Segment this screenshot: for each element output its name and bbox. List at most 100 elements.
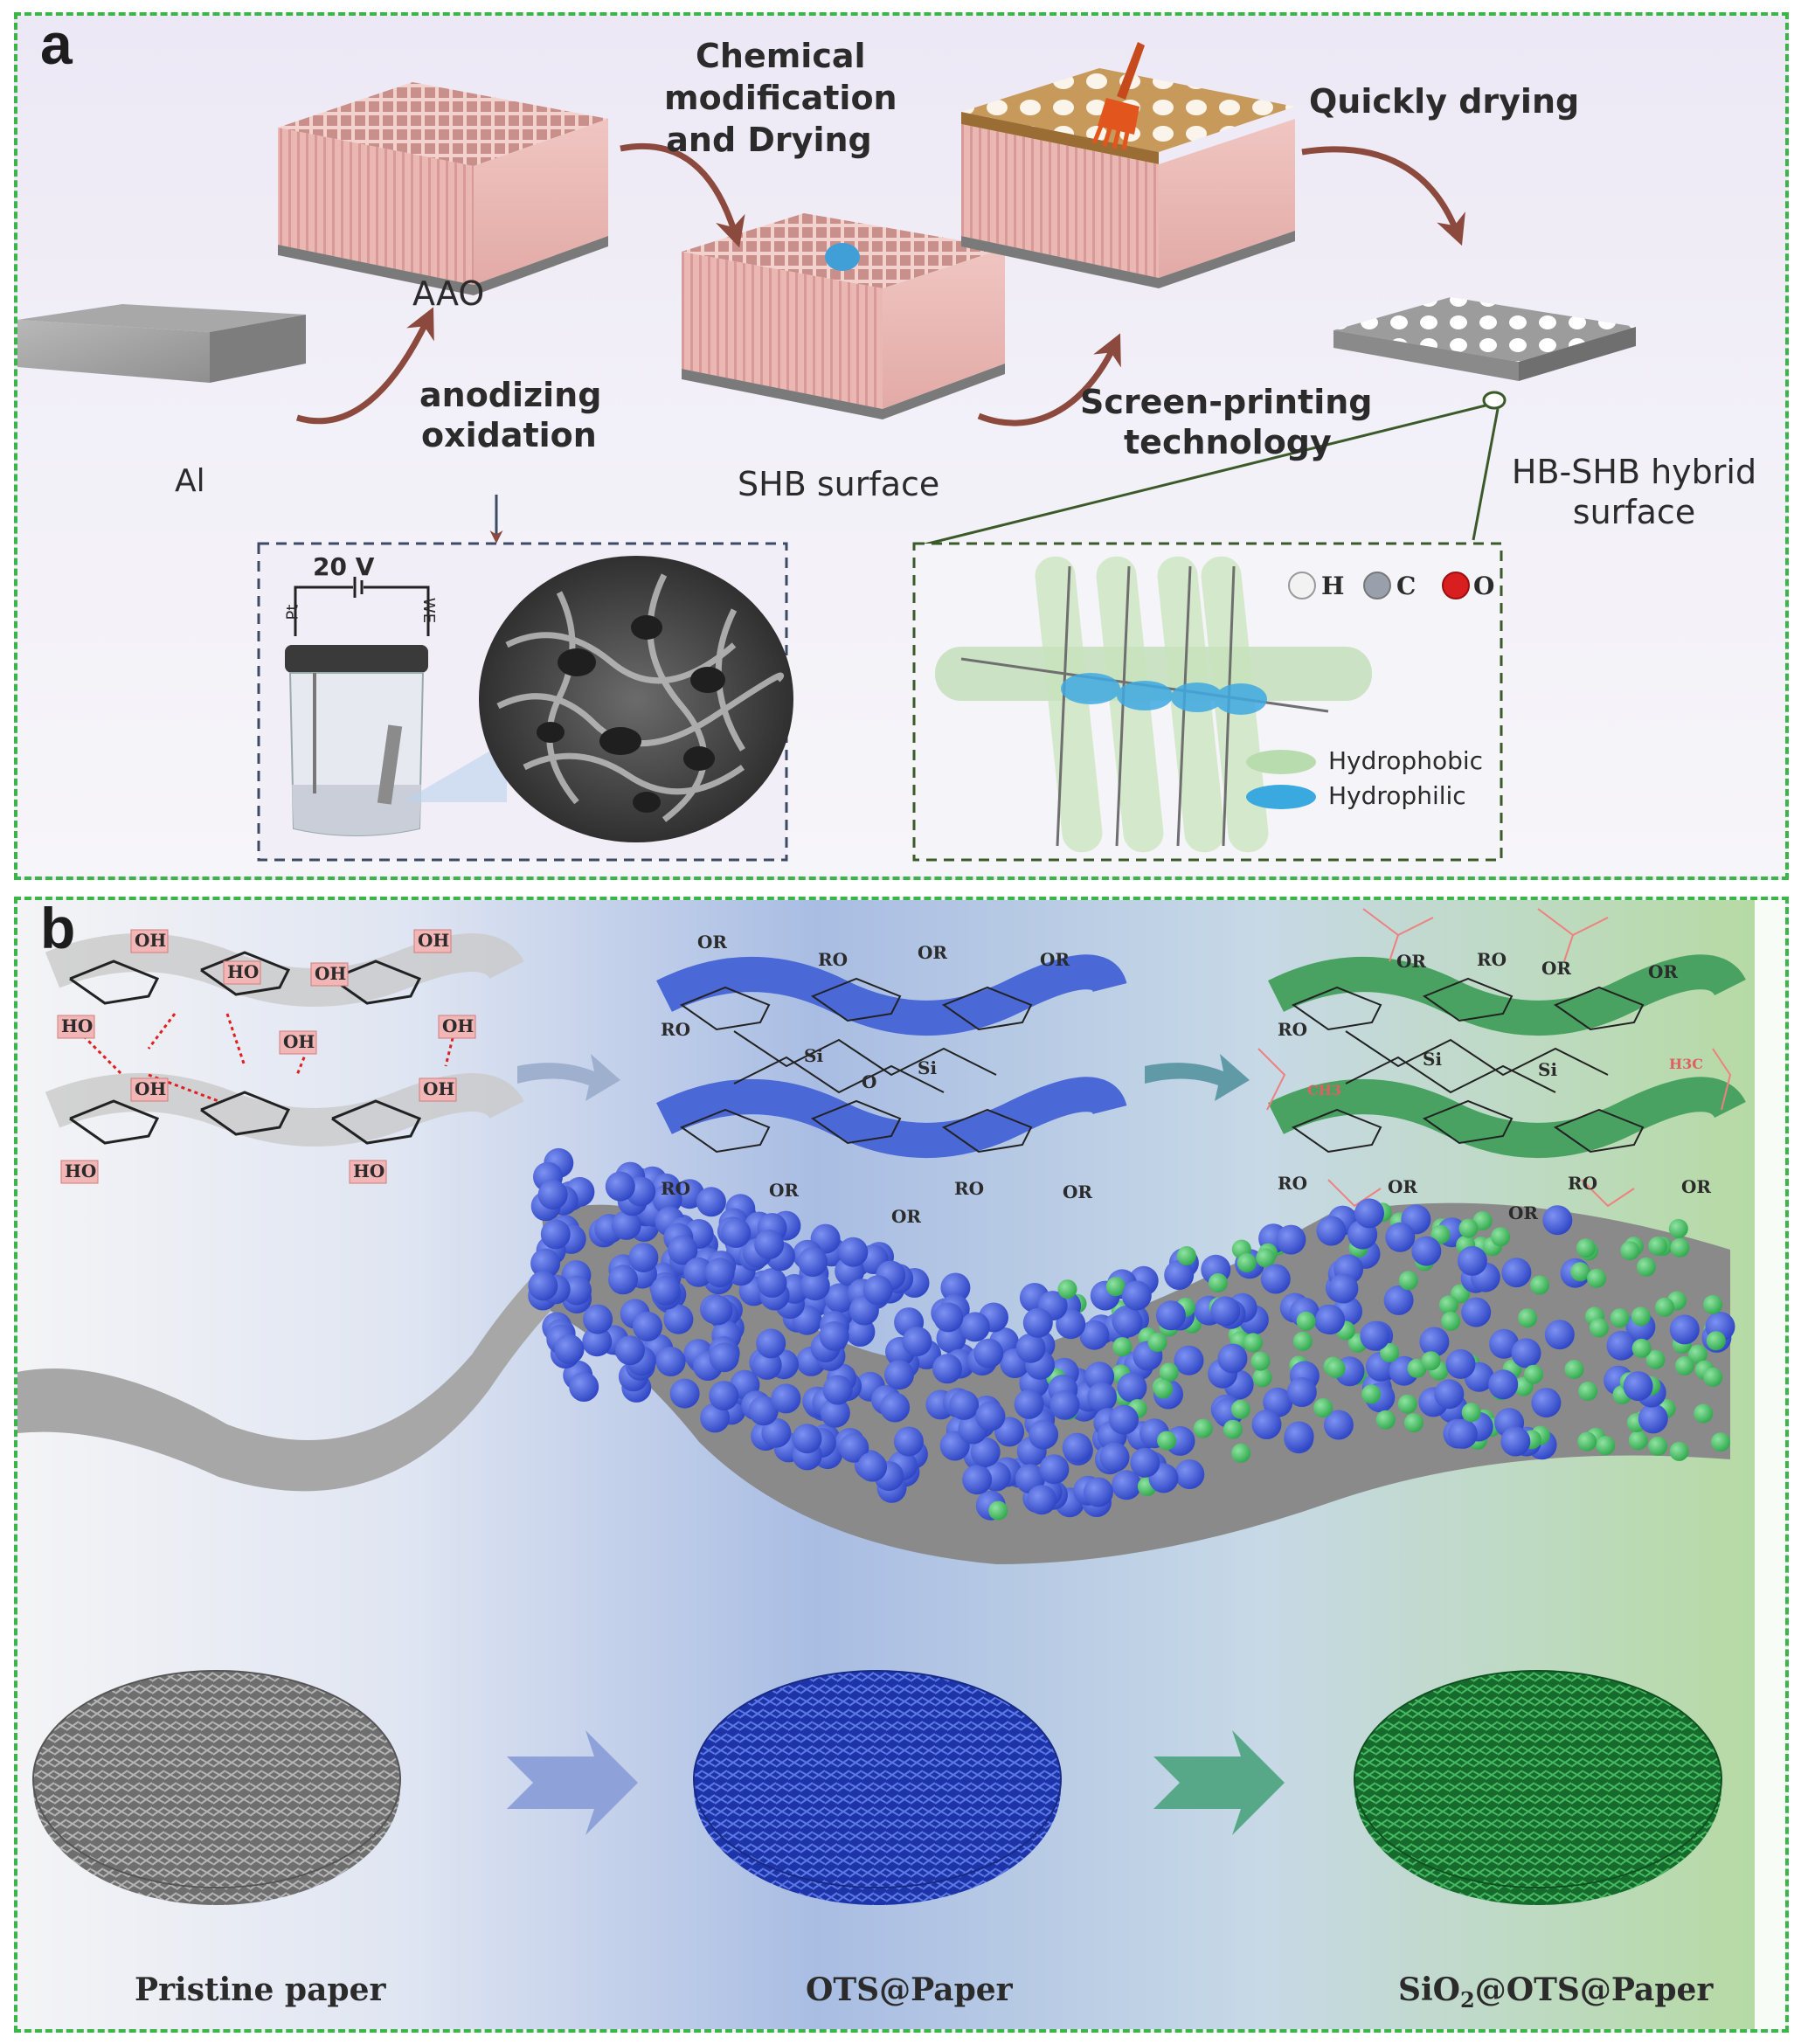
ots-sphere (709, 1381, 739, 1411)
ots-sphere (862, 1275, 893, 1306)
sio2-sphere (1668, 1218, 1688, 1238)
chem-label-si: Si (918, 1057, 938, 1078)
ots-sphere (754, 1230, 785, 1259)
arrow-printing-to-hybrid (1301, 146, 1465, 246)
chem-label-si: Si (1423, 1049, 1443, 1070)
sio2-sphere (1687, 1344, 1707, 1364)
ots-sphere (798, 1247, 828, 1277)
ots-sphere (820, 1397, 850, 1428)
chem-label-or: OR (1648, 961, 1679, 982)
arrow-bottom-2 (1153, 1730, 1285, 1835)
ots-sphere (1316, 1216, 1347, 1246)
ots-sphere (1276, 1224, 1306, 1255)
water-droplet-icon (825, 243, 860, 271)
coated-fiber (17, 1147, 1735, 1564)
sio2-sphere (1589, 1318, 1609, 1338)
sio2-sphere (1648, 1436, 1668, 1456)
label-modification: modification (664, 79, 897, 117)
ots-sphere (1029, 1419, 1059, 1450)
ots-sphere (1087, 1382, 1118, 1412)
chem-label-ro: RO (1568, 1173, 1598, 1194)
label-sio2-rest: @OTS@Paper (1474, 1971, 1714, 2008)
ots-sphere (1447, 1418, 1478, 1449)
sio2-sphere (1703, 1294, 1723, 1314)
chem-label-oh: OH (135, 930, 167, 951)
ots-sphere (1383, 1285, 1414, 1315)
ots-sphere (1445, 1348, 1476, 1379)
chem-label-oh: OH (418, 930, 450, 951)
arrow-shb-to-printing (977, 333, 1121, 426)
sio2-sphere (1674, 1355, 1694, 1375)
ots-sphere (1360, 1320, 1390, 1351)
sio2-sphere (1670, 1237, 1690, 1258)
label-pt: Pt (283, 604, 302, 620)
sio2-sphere (1105, 1277, 1126, 1297)
ots-sphere (880, 1392, 911, 1423)
ots-sphere (748, 1396, 779, 1426)
ots-sphere (1217, 1343, 1248, 1374)
sio2-sphere (1648, 1236, 1668, 1256)
brush-icon (1091, 42, 1145, 150)
sio2-ots-structure (1257, 908, 1746, 1208)
sio2-sphere (1250, 1351, 1271, 1371)
ots-sphere (1284, 1421, 1314, 1452)
chem-label-si: Si (1538, 1059, 1558, 1080)
ots-sphere (583, 1304, 613, 1334)
sio2-sphere (1472, 1211, 1493, 1230)
ots-sphere (1328, 1273, 1359, 1304)
ots-structure (656, 954, 1127, 1158)
sio2-sphere (1703, 1367, 1723, 1387)
sio2-sphere (1564, 1360, 1584, 1379)
ots-sphere (1286, 1377, 1317, 1407)
chem-label-oh: OH (283, 1031, 315, 1052)
ots-sphere (959, 1312, 990, 1342)
hydrogen-atom-icon (1288, 572, 1316, 599)
sio2-sphere (1243, 1333, 1264, 1353)
label-anodizing: anodizing (419, 376, 602, 414)
panel-a: a (14, 12, 1789, 880)
ots-sphere (1164, 1260, 1195, 1290)
screen-printing-block (961, 42, 1295, 288)
ots-sphere (1489, 1328, 1520, 1359)
chem-label-ho: HO (353, 1161, 385, 1181)
ots-sphere (537, 1180, 568, 1210)
ots-sphere (1155, 1300, 1186, 1331)
label-chemical: Chemical (696, 37, 866, 75)
ots-sphere (857, 1452, 888, 1482)
chem-label-oh: OH (135, 1078, 167, 1099)
ots-sphere (1049, 1389, 1080, 1420)
hybrid-plate (1333, 297, 1636, 410)
legend-hydrophilic: Hydrophilic (1328, 781, 1466, 810)
ots-sphere (1500, 1426, 1531, 1457)
ots-sphere (703, 1295, 733, 1326)
sio2-sphere (1398, 1271, 1418, 1291)
ots-sphere (1121, 1280, 1152, 1311)
arrow-al-to-aao (295, 307, 434, 425)
ots-sphere (1385, 1222, 1416, 1252)
sio2-sphere (1252, 1368, 1272, 1388)
chem-label-ro: RO (661, 1178, 691, 1199)
ots-sphere (1079, 1320, 1110, 1350)
arrow-top-1 (517, 1054, 620, 1101)
ots-sphere (1457, 1245, 1487, 1276)
label-sio2-sub: 2 (1460, 1987, 1475, 2013)
ots-sphere (704, 1258, 735, 1288)
ots-sphere (1117, 1372, 1147, 1403)
ots-sphere (1027, 1485, 1057, 1515)
chem-label-ro: RO (1278, 1173, 1308, 1194)
sio2-sphere (1706, 1331, 1726, 1351)
ots-sphere (650, 1275, 681, 1306)
chem-label-or: OR (1681, 1176, 1712, 1197)
chem-label-ho: HO (227, 961, 260, 982)
ots-sphere (970, 1437, 1001, 1467)
paper-disc-pristine (32, 1670, 401, 1905)
panel-b: b OH HO OH OH HO OH OH OH OH HO HO OR OR… (14, 897, 1789, 2033)
ots-sphere (721, 1218, 752, 1248)
label-oxidation: oxidation (421, 416, 597, 454)
sio2-sphere (1577, 1431, 1597, 1452)
sio2-sphere (1380, 1342, 1400, 1362)
ots-sphere (962, 1465, 993, 1495)
ots-sphere (800, 1271, 830, 1301)
ots-sphere (1354, 1198, 1384, 1229)
sio2-sphere (1292, 1331, 1313, 1351)
